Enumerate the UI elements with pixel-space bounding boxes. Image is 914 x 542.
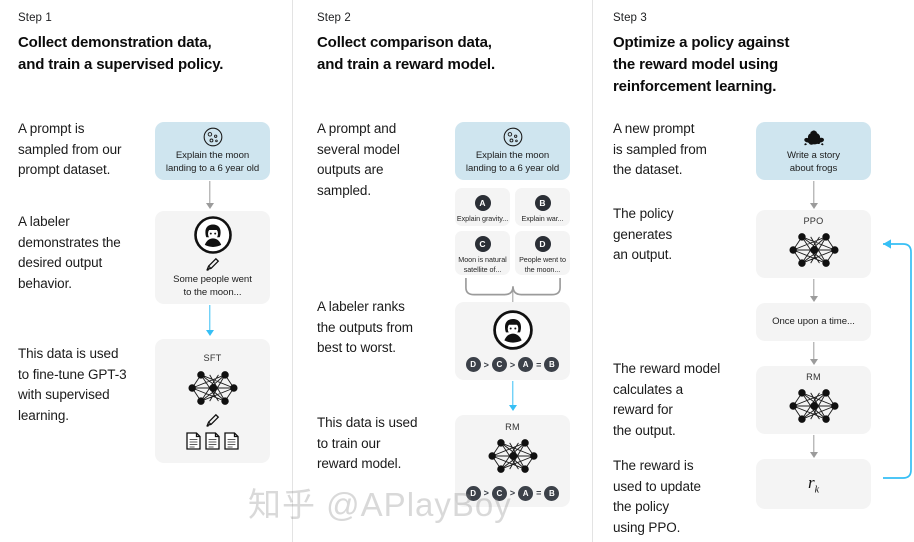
- rank-badge-4: B: [544, 485, 560, 501]
- rank-badge-2: C: [491, 357, 507, 372]
- step-1-column: Step 1 Collect demonstration data, and t…: [0, 0, 292, 542]
- step-1-paragraph-3: This data is used to fine-tune GPT-3 wit…: [18, 346, 127, 423]
- pencil-icon: [205, 257, 220, 272]
- feedback-loop-arrow: [883, 239, 912, 479]
- step-3-column: Step 3 Optimize a policy against the rew…: [593, 0, 914, 542]
- rank-badge-4: B: [544, 357, 560, 372]
- arrow-output-to-rm: [807, 342, 821, 366]
- labeler-avatar-icon: [492, 310, 533, 350]
- step1-labeler-text: Some people went to the moon...: [173, 273, 252, 298]
- rank-operator-2: >: [509, 359, 516, 370]
- rank-badge-1: D: [465, 357, 481, 372]
- step-3-label: Step 3: [613, 12, 647, 24]
- step3-reward-value-card[interactable]: rk: [756, 459, 871, 509]
- option-text-a: Explain gravity...: [456, 213, 509, 223]
- reward-value-label: rk: [807, 472, 820, 496]
- rank-badge-3: A: [518, 485, 534, 501]
- frog-icon: [803, 127, 825, 147]
- step3-rm-title: RM: [806, 371, 821, 382]
- step-1-title: Collect demonstration data, and train a …: [18, 34, 224, 73]
- step3-ppo-title: PPO: [803, 215, 824, 226]
- moon-icon: [203, 127, 223, 147]
- option-text-b: Explain war...: [521, 213, 564, 223]
- arrow-ppo-to-output: [807, 279, 821, 303]
- step3-prompt-card[interactable]: Write a story about frogs: [756, 122, 871, 180]
- arrow-prompt-to-ppo: [807, 181, 821, 210]
- step2-ranking-card[interactable]: D > C > A = B: [455, 302, 570, 380]
- column-divider-2: [592, 0, 593, 542]
- step3-output-text: Once upon a time...: [772, 315, 855, 327]
- step-1-label: Step 1: [18, 12, 52, 24]
- step-2-paragraph-2: A labeler ranks the outputs from best to…: [317, 299, 413, 356]
- labeler-avatar-icon: [193, 215, 232, 254]
- step-3-title: Optimize a policy against the reward mod…: [613, 34, 790, 95]
- step1-prompt-text: Explain the moon landing to a 6 year old: [165, 149, 260, 174]
- option-badge-d: D: [534, 236, 551, 253]
- step3-output-card[interactable]: Once upon a time...: [756, 303, 871, 341]
- option-badge-a: A: [474, 194, 491, 211]
- option-badge-b: B: [534, 194, 551, 211]
- step-3-paragraph-1: A new prompt is sampled from the dataset…: [613, 121, 707, 178]
- step1-sft-card[interactable]: SFT: [155, 339, 270, 463]
- moon-icon: [503, 127, 523, 147]
- arrow-labeler-to-sft: [203, 305, 217, 338]
- step1-prompt-card[interactable]: Explain the moon landing to a 6 year old: [155, 122, 270, 180]
- step2-prompt-card[interactable]: Explain the moon landing to a 6 year old: [455, 122, 570, 180]
- option-card-c[interactable]: C Moon is natural satellite of...: [455, 231, 510, 275]
- step2-prompt-text: Explain the moon landing to a 6 year old: [465, 149, 560, 174]
- document-icons-row: [186, 431, 239, 450]
- step1-labeler-card[interactable]: Some people went to the moon...: [155, 211, 270, 304]
- document-icon: [186, 431, 201, 450]
- step-3-paragraph-2: The policy generates an output.: [613, 206, 674, 263]
- step3-ppo-card[interactable]: PPO: [756, 210, 871, 278]
- step-2-paragraph-3: This data is used to train our reward mo…: [317, 415, 418, 472]
- option-badge-c: C: [474, 236, 491, 253]
- option-card-b[interactable]: B Explain war...: [515, 188, 570, 226]
- arrow-prompt-to-labeler: [203, 181, 217, 210]
- step-3-paragraph-4: The reward is used to update the policy …: [613, 458, 701, 535]
- ranking-row: D > C > A = B: [465, 357, 560, 372]
- step2-reward-model-card[interactable]: RM D > C > A = B: [455, 415, 570, 507]
- step1-sft-title: SFT: [203, 352, 222, 363]
- rank-badge-2: C: [491, 485, 507, 501]
- step-2-label: Step 2: [317, 12, 351, 24]
- rank-operator-3: =: [536, 359, 542, 370]
- step-1-paragraph-1: A prompt is sampled from our prompt data…: [18, 121, 122, 178]
- step-3-paragraph-3: The reward model calculates a reward for…: [613, 361, 721, 438]
- neural-network-icon: [184, 365, 242, 411]
- step2-rm-title: RM: [505, 421, 520, 432]
- neural-network-icon: [785, 383, 843, 429]
- step-2-paragraph-1: A prompt and several model outputs are s…: [317, 121, 400, 198]
- neural-network-icon: [484, 433, 542, 479]
- step3-prompt-text: Write a story about frogs: [786, 149, 840, 174]
- document-icon: [224, 431, 239, 450]
- rank-operator-1: >: [483, 488, 489, 498]
- rank-badge-1: D: [465, 485, 481, 501]
- rank-operator-3: =: [536, 488, 542, 498]
- arrow-rm-to-reward: [807, 435, 821, 459]
- option-text-c: Moon is natural satellite of...: [458, 255, 507, 274]
- column-divider-1: [292, 0, 293, 542]
- step-2-title: Collect comparison data, and train a rew…: [317, 34, 495, 73]
- pencil-icon: [205, 413, 220, 428]
- arrow-ranking-to-rm: [506, 381, 520, 413]
- ranking-row: D > C > A = B: [465, 485, 560, 501]
- step-1-paragraph-2: A labeler demonstrates the desired outpu…: [18, 214, 121, 291]
- option-card-a[interactable]: A Explain gravity...: [455, 188, 510, 226]
- option-text-d: People went to the moon...: [519, 255, 566, 274]
- rank-badge-3: A: [518, 357, 534, 372]
- neural-network-icon: [785, 227, 843, 273]
- step-2-column: Step 2 Collect comparison data, and trai…: [293, 0, 592, 542]
- option-card-d[interactable]: D People went to the moon...: [515, 231, 570, 275]
- rank-operator-2: >: [509, 488, 516, 498]
- document-icon: [205, 431, 220, 450]
- rank-operator-1: >: [483, 359, 489, 370]
- step3-reward-model-card[interactable]: RM: [756, 366, 871, 434]
